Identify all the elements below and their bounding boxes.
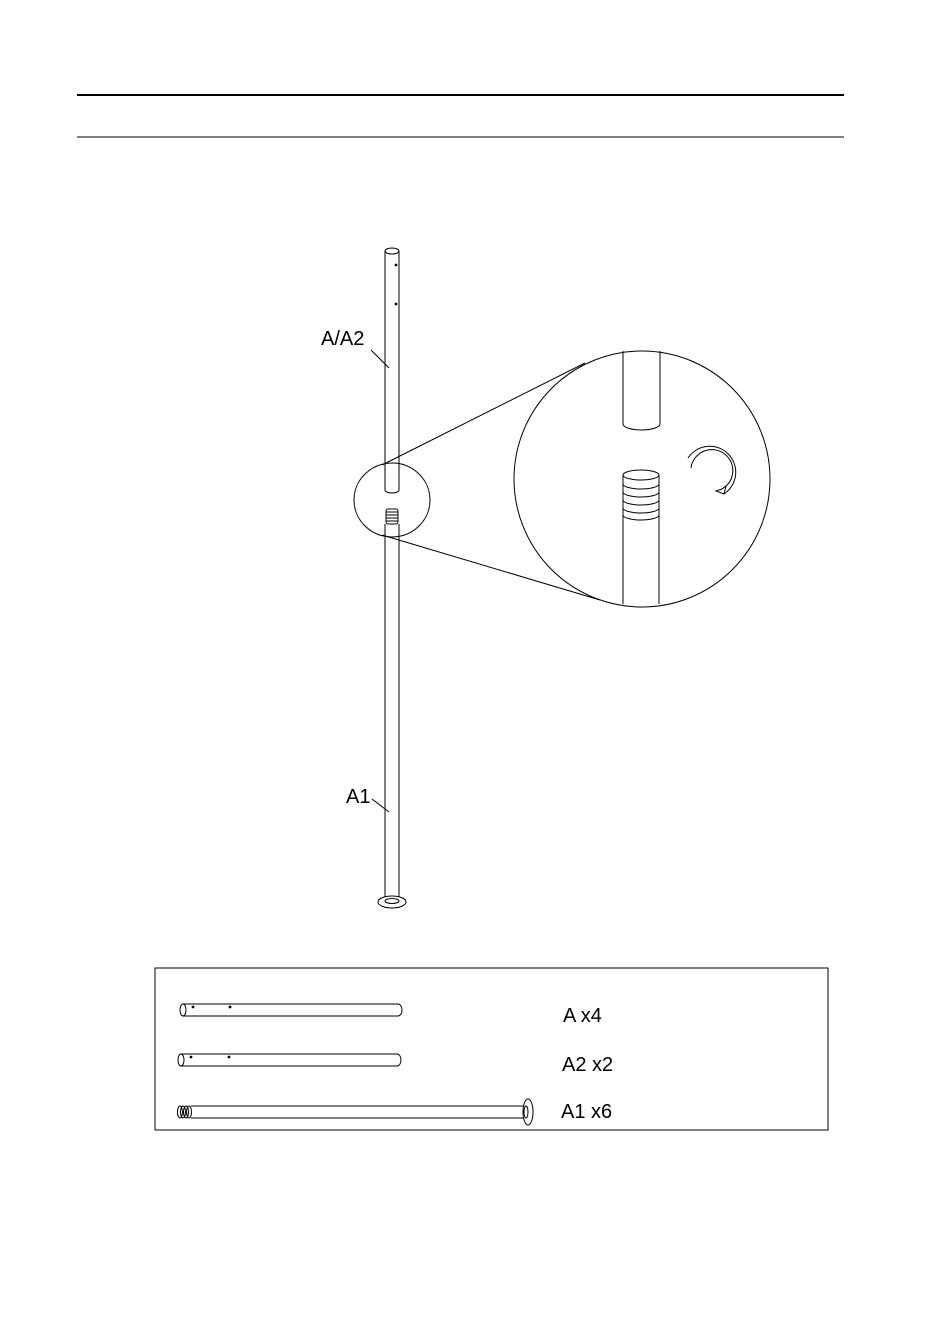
- callout-lower-label: A1: [346, 786, 370, 808]
- zoom-connector-top: [382, 363, 585, 465]
- zoom-connector-bottom: [382, 535, 600, 600]
- callout-lower: A1: [346, 786, 389, 812]
- parts-list-label-a2: A2 x2: [562, 1054, 613, 1076]
- parts-list-label-a: A x4: [563, 1005, 602, 1027]
- detail-focus-circle: [354, 463, 430, 537]
- lower-pole: [378, 509, 406, 908]
- upper-pole: [385, 248, 399, 493]
- parts-list-item-a: A x4: [180, 1004, 602, 1027]
- callout-upper: A/A2: [321, 328, 389, 368]
- parts-list-item-a1: A1 x6: [178, 1099, 613, 1125]
- parts-list: A x4 A2 x2 A1 x6: [155, 968, 828, 1130]
- zoom-detail: [514, 351, 770, 607]
- callout-upper-label: A/A2: [321, 328, 364, 350]
- parts-list-item-a2: A2 x2: [178, 1054, 613, 1076]
- parts-list-label-a1: A1 x6: [561, 1101, 612, 1123]
